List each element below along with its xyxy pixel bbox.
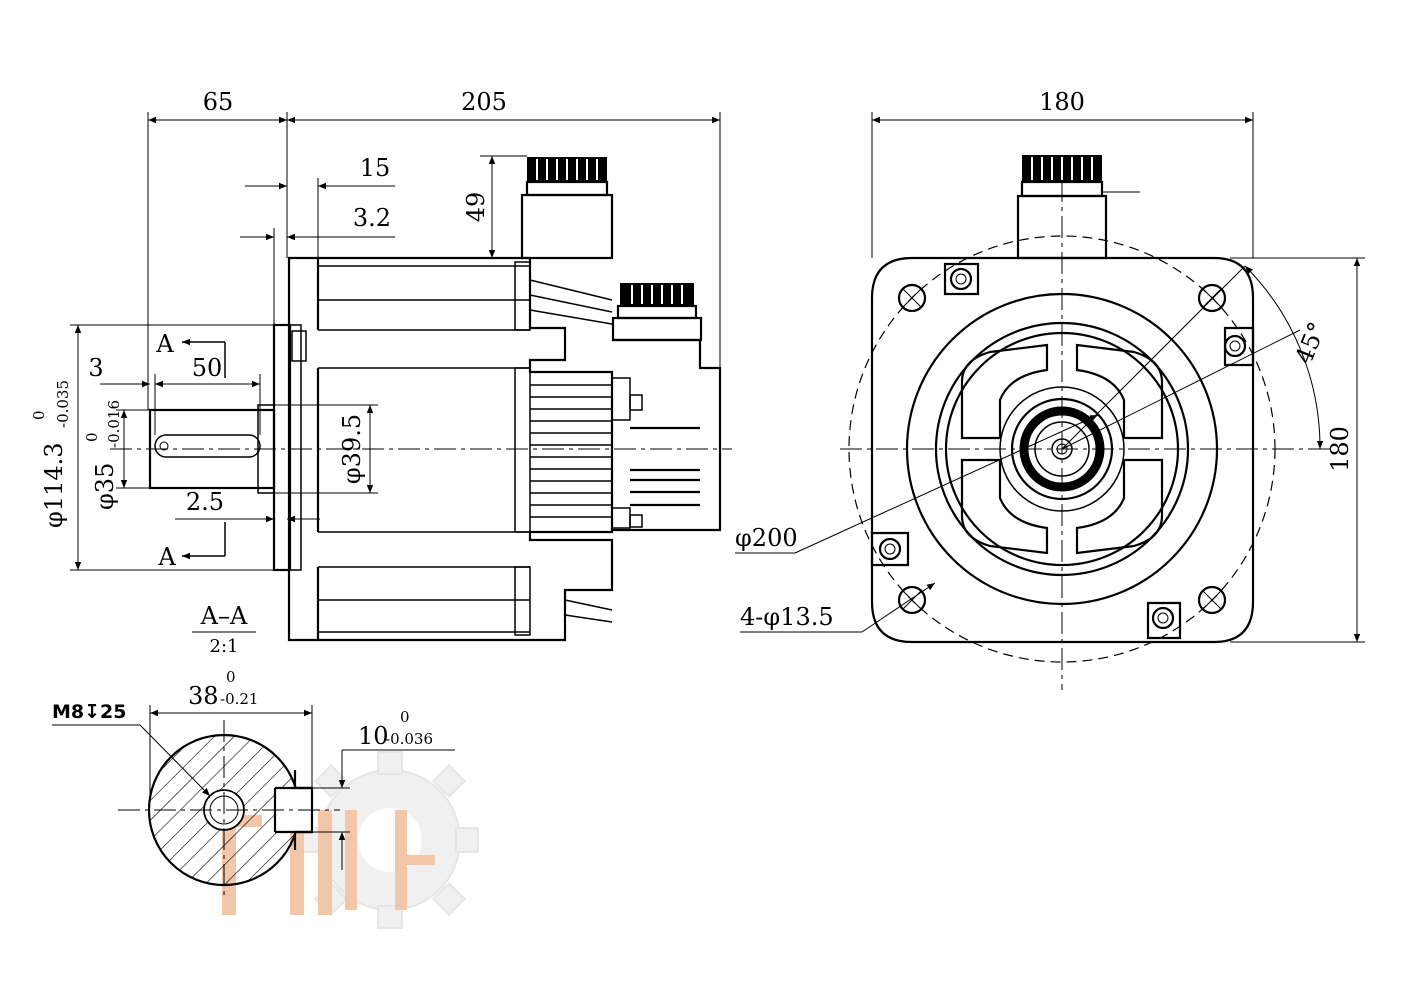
section-mark-top: A — [155, 330, 174, 358]
svg-text:φ35: φ35 — [91, 463, 119, 510]
section-mark-bottom: A — [157, 543, 176, 571]
svg-text:-0.036: -0.036 — [385, 730, 433, 748]
dim-boss-diameter: φ39.5 — [338, 414, 366, 484]
side-view: 65 205 15 3.2 49 φ114.3 0 -0.035 φ35 — [30, 88, 732, 642]
dim-flange-width: 180 — [1039, 88, 1085, 116]
svg-text:0: 0 — [226, 668, 236, 686]
dim-key-depth: 38 0 -0.21 — [188, 668, 258, 710]
svg-text:10: 10 — [358, 722, 389, 750]
dim-body-length: 205 — [461, 88, 507, 116]
dim-spigot: 3.2 — [353, 204, 391, 232]
svg-text:0: 0 — [83, 432, 101, 442]
dim-pilot-diameter: φ114.3 0 -0.035 — [30, 380, 72, 528]
svg-text:-0.035: -0.035 — [54, 380, 72, 428]
power-connector-icon — [520, 157, 614, 260]
dim-flange-height: 180 — [1326, 426, 1354, 472]
section-title: A–A — [200, 602, 248, 630]
section-view: A–A 2:1 38 0 -0.21 — [52, 602, 455, 898]
dim-angle: 45° — [1290, 318, 1332, 368]
flange-windows — [960, 343, 1164, 555]
dim-key-width: 10 0 -0.036 — [358, 708, 433, 750]
shaft-section-icon — [118, 720, 340, 898]
dim-thread: M8↧25 — [52, 701, 127, 723]
dim-key-offset: 3 — [88, 354, 103, 382]
svg-text:38: 38 — [188, 682, 219, 710]
dim-shaft-diameter: φ35 0 -0.016 — [83, 400, 123, 510]
dim-shaft-length: 65 — [203, 88, 234, 116]
svg-text:-0.21: -0.21 — [220, 690, 258, 708]
section-scale: 2:1 — [210, 636, 239, 657]
mounting-holes — [897, 283, 1227, 615]
dim-mounting-holes: 4-φ13.5 — [740, 603, 834, 631]
dim-bolt-circle: φ200 — [735, 524, 798, 552]
svg-text:0: 0 — [400, 708, 410, 726]
front-connector-icon — [1016, 155, 1140, 260]
dim-connector-height: 49 — [462, 192, 490, 223]
cooling-fins — [529, 279, 613, 623]
front-view: 180 180 45° φ200 4-φ13.5 — [735, 88, 1365, 690]
dim-flange-thickness: 15 — [360, 154, 391, 182]
dim-shoulder: 2.5 — [186, 488, 224, 516]
encoder-connector-icon — [611, 283, 703, 342]
svg-text:0: 0 — [30, 410, 48, 420]
dim-key-length: 50 — [192, 354, 223, 382]
svg-text:-0.016: -0.016 — [105, 400, 123, 448]
svg-text:φ114.3: φ114.3 — [40, 442, 68, 528]
